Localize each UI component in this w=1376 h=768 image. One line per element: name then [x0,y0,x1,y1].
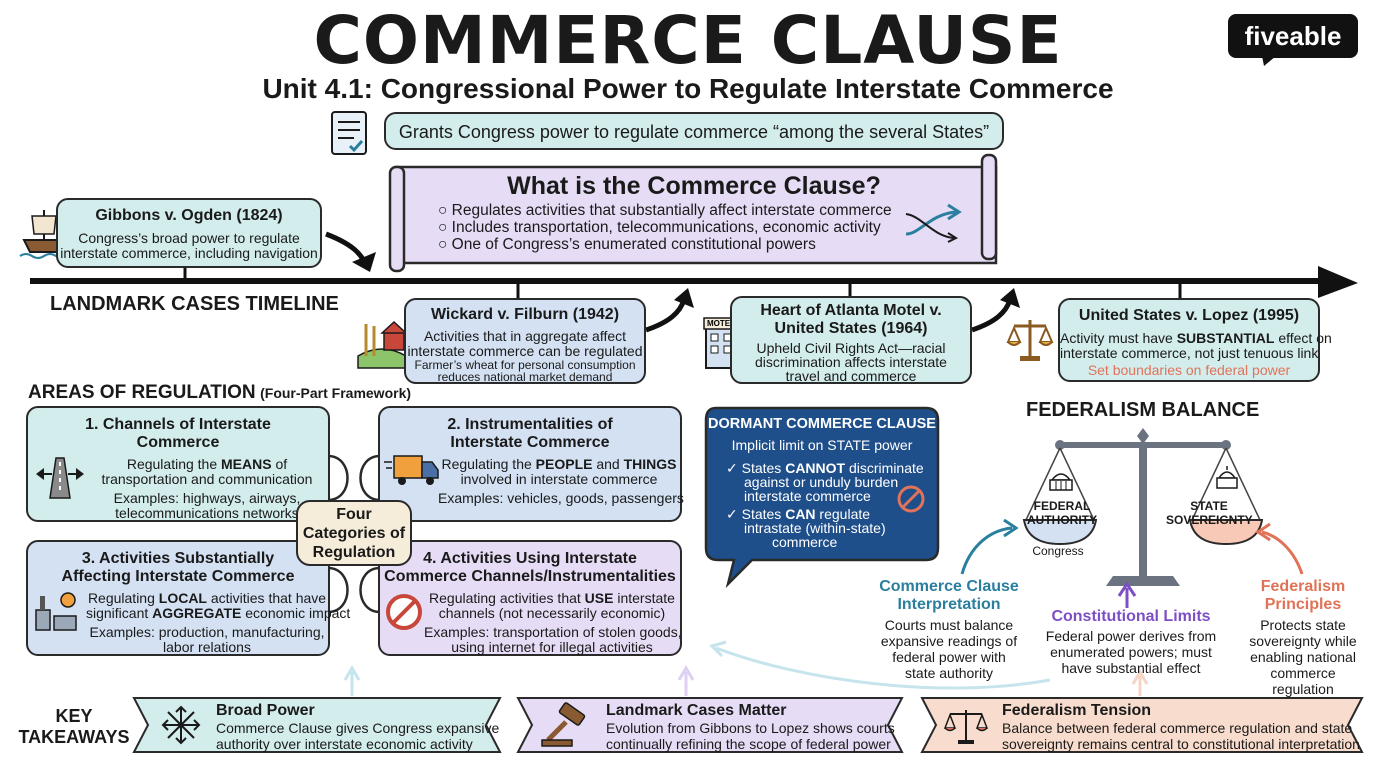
takeaway-landmark-cases: Landmark Cases Matter Evolution from Gib… [606,702,895,752]
scroll-icon [388,153,998,273]
page-subtitle: Unit 4.1: Congressional Power to Regulat… [262,73,1114,104]
federalism-principles: Federalism Principles Protects state sov… [1249,578,1357,697]
gavel-icon [541,702,586,747]
federalism-heading: FEDERALISM BALANCE [1026,399,1260,421]
definition-bullet: ○ Regulates activities that substantiall… [438,202,892,219]
highway-icon [36,457,84,499]
scales-small-icon [943,710,989,744]
definition-bullet: ○ Includes transportation, telecommunica… [438,219,881,236]
case-gibbons: Gibbons v. Ogden (1824) Congress’s broad… [56,198,322,268]
areas-heading: AREAS OF REGULATION (Four-Part Framework… [28,382,412,403]
speech-bubble [704,406,940,589]
four-categories-hub: Four Categories of Regulation [296,500,412,566]
dormant-panel: DORMANT COMMERCE CLAUSE Implicit limit o… [708,416,936,550]
capitol-icon [1049,473,1073,491]
case-heart-of-atlanta: Heart of Atlanta Motel v. United States … [730,296,972,384]
case-wickard: Wickard v. Filburn (1942) Activities tha… [404,298,646,384]
case-lopez: United States v. Lopez (1995) Activity m… [1058,298,1332,382]
definition-panel: What is the Commerce Clause? ○ Regulates… [400,168,988,268]
page-title: COMMERCE CLAUSE [313,2,1063,79]
area-using-channels: 4. Activities Using Interstate Commerce … [378,540,682,656]
svg-text:MOTEL: MOTEL [707,319,735,328]
factory-icon [35,592,77,631]
balance-scale-icon [1022,428,1264,586]
prohibited-icon [386,594,422,630]
takeaway-broad-power: Broad Power Commerce Clause gives Congre… [216,702,500,752]
document-icon [331,111,367,155]
bracket-connectors [327,454,381,614]
grant-banner: Grants Congress power to regulate commer… [384,112,1004,150]
congress-label: Congress [1032,544,1084,558]
takeaway-federalism-tension: Federalism Tension Balance between feder… [1002,702,1360,752]
commerce-clause-interpretation: Commerce Clause Interpretation Courts mu… [879,578,1019,681]
fiveable-logo: fiveable [1228,14,1358,58]
statehouse-icon [1216,466,1238,489]
farm-icon [357,320,408,369]
arrow-cross-icon [905,203,962,243]
truck-icon [384,455,439,485]
area-substantial-effects: 3. Activities Substantially Affecting In… [26,540,350,656]
definition-title: What is the Commerce Clause? [507,172,881,200]
timeline-label: LANDMARK CASES TIMELINE [50,293,339,315]
scales-icon [1006,320,1054,361]
definition-bullet: ○ One of Congress’s enumerated constitut… [438,236,816,253]
no-symbol-icon [897,485,925,513]
area-channels: 1. Channels of Interstate Commerce Regul… [26,406,330,522]
expand-arrows-icon [161,705,201,745]
logo-icon [1262,56,1276,66]
constitutional-limits: Constitutional Limits Federal power deri… [1045,608,1217,676]
